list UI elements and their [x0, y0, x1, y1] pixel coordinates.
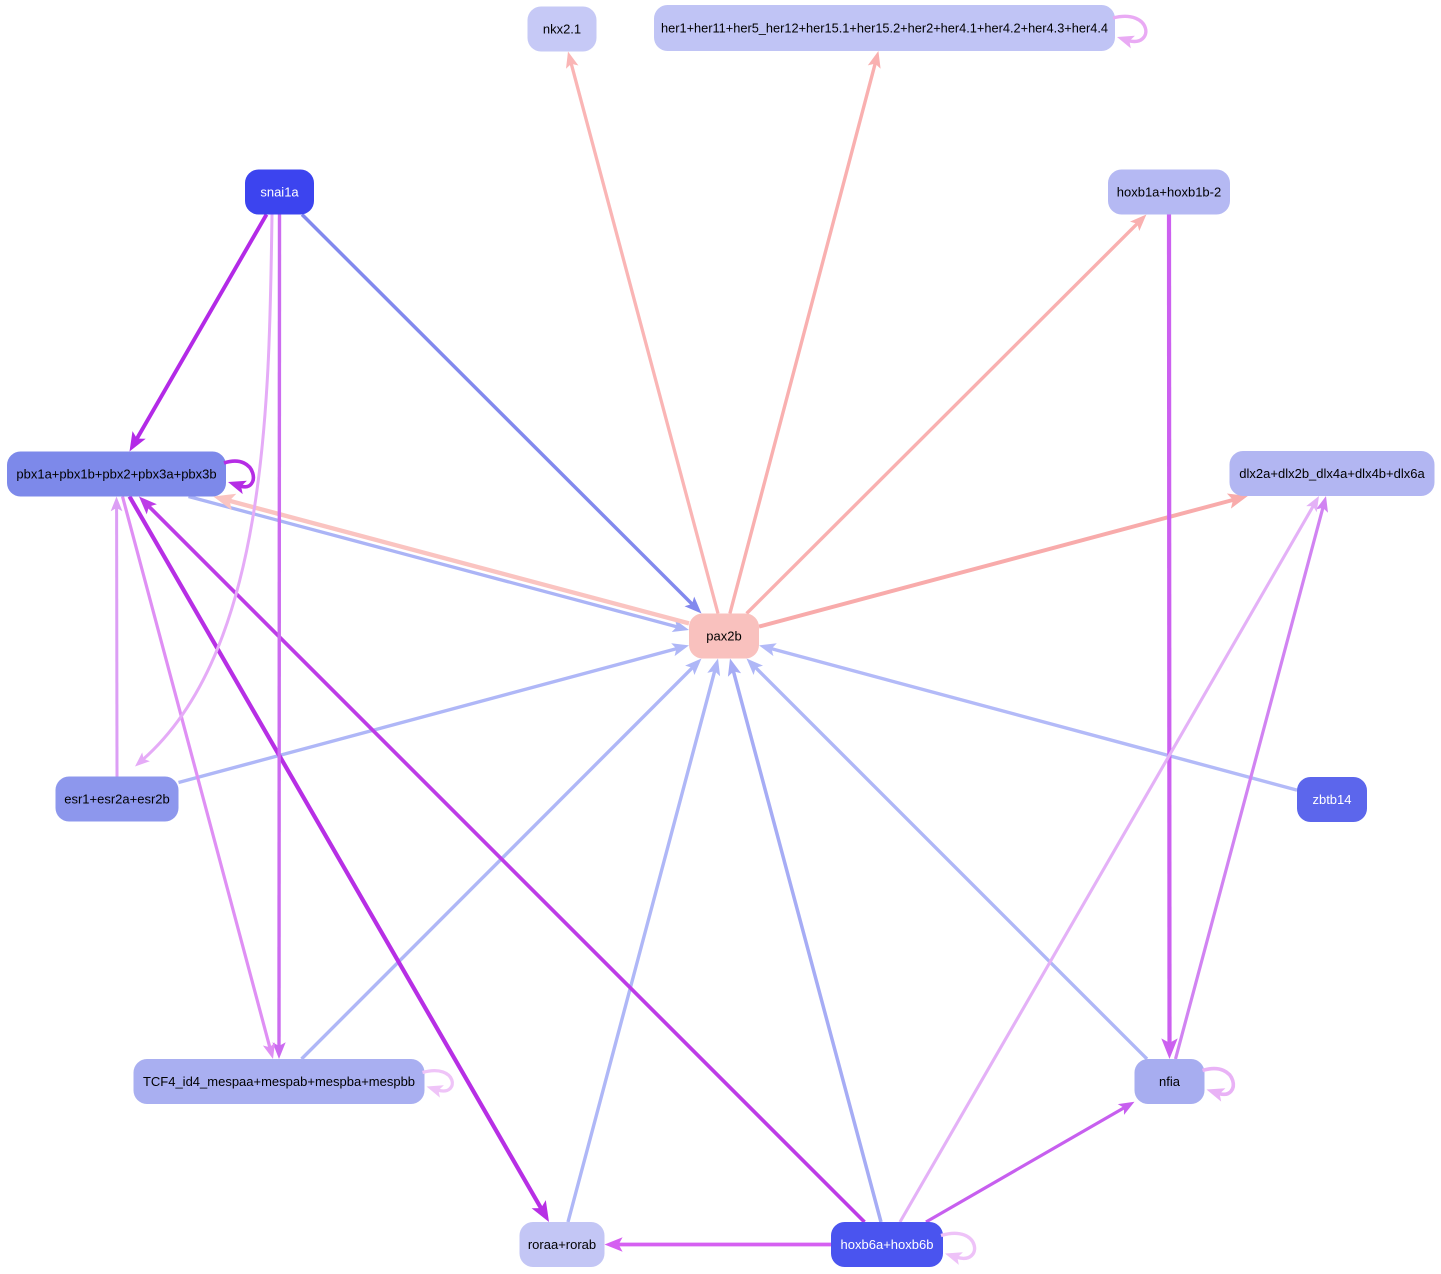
svg-text:zbtb14: zbtb14: [1312, 792, 1351, 807]
svg-text:snai1a: snai1a: [260, 185, 299, 200]
svg-text:hoxb6a+hoxb6b: hoxb6a+hoxb6b: [841, 1237, 934, 1252]
svg-text:roraa+rorab: roraa+rorab: [528, 1237, 596, 1252]
svg-text:nkx2.1: nkx2.1: [543, 22, 581, 37]
svg-text:pax2b: pax2b: [706, 629, 741, 644]
svg-text:esr1+esr2a+esr2b: esr1+esr2a+esr2b: [64, 792, 170, 807]
svg-text:nfia: nfia: [1159, 1074, 1181, 1089]
svg-text:dlx2a+dlx2b_dlx4a+dlx4b+dlx6a: dlx2a+dlx2b_dlx4a+dlx4b+dlx6a: [1239, 466, 1425, 481]
svg-text:TCF4_id4_mespaa+mespab+mespba+: TCF4_id4_mespaa+mespab+mespba+mespbb: [143, 1074, 415, 1089]
svg-text:pbx1a+pbx1b+pbx2+pbx3a+pbx3b: pbx1a+pbx1b+pbx2+pbx3a+pbx3b: [16, 467, 216, 482]
svg-text:hoxb1a+hoxb1b-2: hoxb1a+hoxb1b-2: [1117, 185, 1221, 200]
svg-text:her1+her11+her5_her12+her15.1+: her1+her11+her5_her12+her15.1+her15.2+he…: [661, 21, 1108, 36]
